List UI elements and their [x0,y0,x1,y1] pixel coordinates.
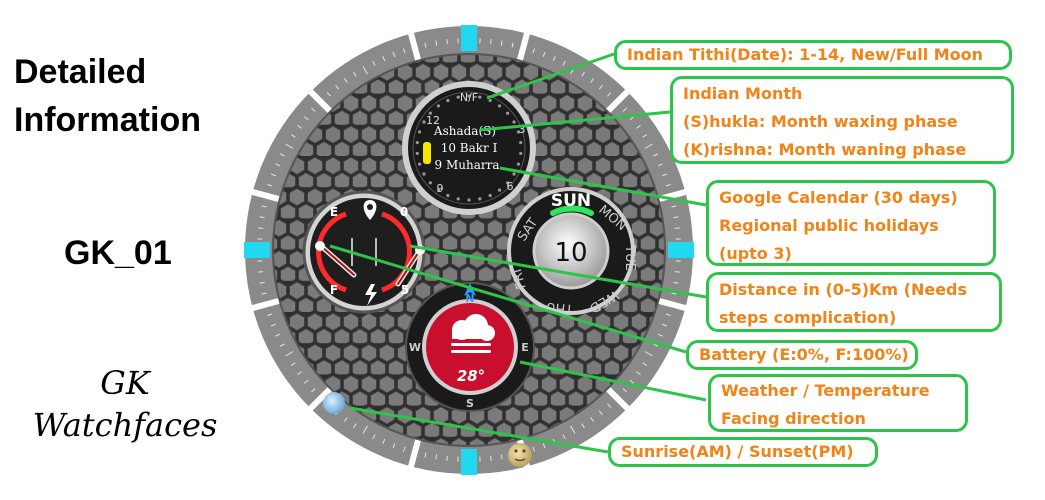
callout-calendar-line-3: (upto 3) [719,244,792,263]
title-line-2: Information [14,101,201,139]
title-line-1: Detailed [14,53,147,91]
hex-dial-background [272,53,666,447]
callout-month: Indian Month (S)hukla: Month waxing phas… [670,76,1014,164]
temperature: 28° [457,367,485,385]
weather-compass-dial: N E S W 28° [405,282,535,412]
callout-weather: Weather / Temperature Facing direction [708,374,968,432]
compass-north-pointer [464,283,476,296]
sun-day-icon [508,443,532,467]
brand-line-2: Watchfaces [32,406,218,444]
day-fri: FRI [510,267,530,291]
callout-sunrise-sunset-text: Sunrise(AM) / Sunset(PM) [621,442,854,461]
title: Detailed Information [14,48,201,144]
callout-weather-line-2: Facing direction [721,409,866,428]
brand-line-1: GK [100,364,150,402]
top-dial-month: Ashada(S) [433,124,496,138]
battery-distance-dial: E F 0 5 [302,190,426,314]
tithi-indicator [423,142,431,164]
top-dial: N/F 12 3 6 9 Ashada(S) 10 Bakr I 9 Muhar… [402,81,536,215]
callout-distance-line-2: steps complication) [719,308,897,327]
battery-full-label: F [330,283,338,297]
top-dial-tithi: 10 Bakr I [441,141,498,155]
callout-calendar: Google Calendar (30 days) Regional publi… [706,180,996,266]
top-dial-3: 3 [519,123,526,136]
top-dial-6: 6 [507,180,514,193]
callout-calendar-line-2: Regional public holidays [719,216,939,235]
day-of-week-dial: 10 SAT SUN MON TUE WED THU FRI [507,187,637,316]
battery-empty-label: E [330,205,338,219]
callout-connectors [329,52,707,454]
day-sun: SUN [551,191,591,211]
callout-battery: Battery (E:0%, F:100%) [686,340,918,370]
callout-distance: Distance in (0-5)Km (Needs steps complic… [706,272,1002,332]
callout-month-shukla: (S)hukla: Month waxing phase [683,112,958,131]
cloud-fog-icon [451,314,495,353]
callout-month-title: Indian Month [683,84,803,103]
callout-tithi-text: Indian Tithi(Date): 1-14, New/Full Moon [627,45,984,64]
compass-e: E [521,341,529,354]
callout-tithi: Indian Tithi(Date): 1-14, New/Full Moon [614,40,1012,70]
top-dial-north: N/F [460,91,478,104]
top-dial-9: 9 [437,182,444,195]
top-dial-12: 12 [426,114,440,127]
battery-bolt-icon [365,284,377,306]
compass-w: W [409,341,421,354]
compass-s: S [466,397,474,410]
bezel-hour-markers [244,25,694,475]
calendar-date: 10 [554,238,587,268]
current-day-indicator [550,205,594,216]
callout-month-krishna: (K)rishna: Month waning phase [683,140,967,159]
brand-logo: GK Watchfaces [20,362,230,446]
top-dial-islamic-date: 9 Muharra [435,158,500,172]
compass-n: N [465,292,474,305]
callout-calendar-line-1: Google Calendar (30 days) [719,188,958,207]
callout-battery-text: Battery (E:0%, F:100%) [699,345,909,364]
callout-weather-line-1: Weather / Temperature [721,381,930,400]
distance-five-label: 5 [401,283,409,297]
day-tue: TUE [622,244,637,271]
distance-zero-label: 0 [400,205,408,219]
callout-distance-line-1: Distance in (0-5)Km (Needs [719,280,968,299]
callout-sunrise-sunset: Sunrise(AM) / Sunset(PM) [608,437,878,467]
model-name: GK_01 [64,234,172,272]
